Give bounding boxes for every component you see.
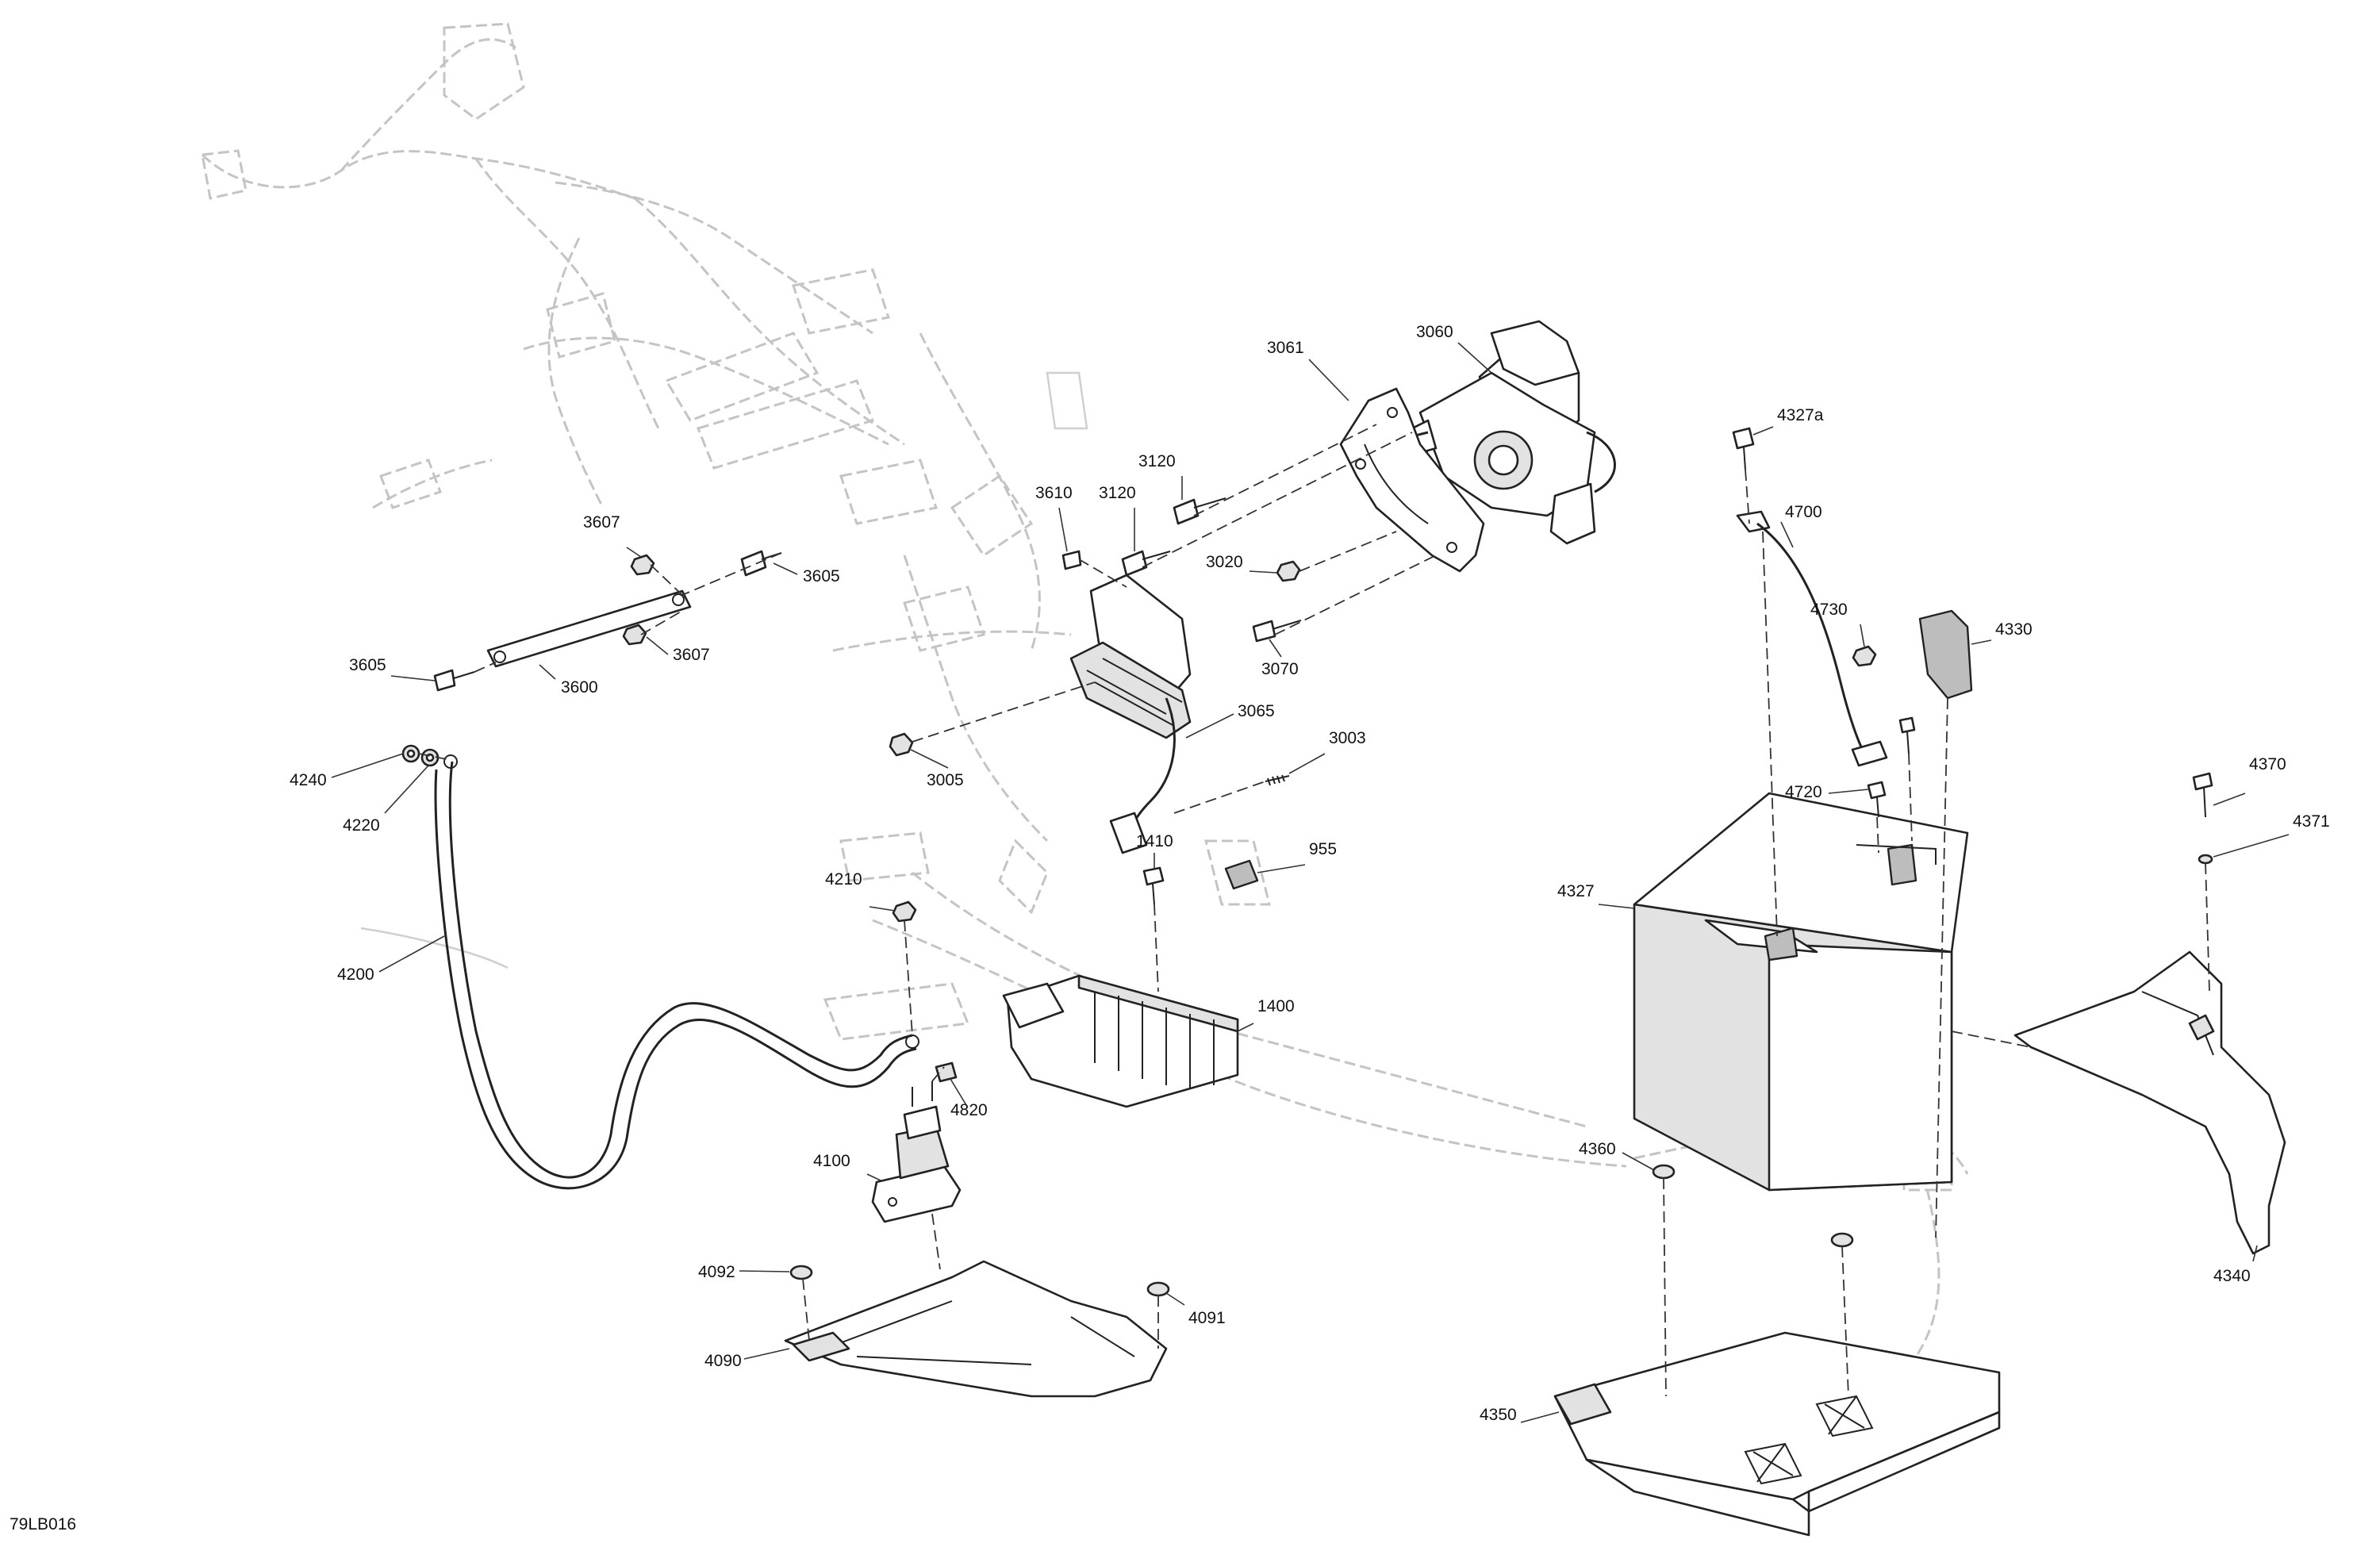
bolt-4720: [1867, 716, 1916, 818]
screw-4092: [789, 1265, 813, 1280]
bolt-3070: [1252, 620, 1302, 643]
callout-4370: 4370: [2249, 755, 2286, 773]
nut-3607-upper: [630, 554, 655, 576]
callout-4091: 4091: [1188, 1309, 1226, 1327]
callout-955: 955: [1309, 840, 1337, 858]
callout-4210: 4210: [825, 870, 862, 889]
callout-3060: 3060: [1416, 323, 1453, 341]
callout-4730: 4730: [1810, 601, 1848, 619]
callout-4092: 4092: [698, 1263, 735, 1281]
callout-4240: 4240: [290, 771, 327, 789]
callout-4327a: 4327a: [1777, 406, 1824, 424]
callout-4360: 4360: [1579, 1140, 1616, 1158]
bolt-1410: [1142, 866, 1165, 905]
callout-3003: 3003: [1329, 729, 1366, 747]
callout-3605-left: 3605: [349, 656, 386, 674]
callout-4820: 4820: [950, 1101, 988, 1119]
callout-3061: 3061: [1267, 339, 1304, 357]
callout-4371: 4371: [2293, 812, 2330, 831]
terminal-cover-4330: [1918, 609, 1973, 700]
callout-3020: 3020: [1206, 553, 1243, 571]
bracket-4090: [784, 1260, 1168, 1398]
battery-tray-4350: [1553, 1331, 2001, 1537]
bolt-4327a: [1732, 427, 1755, 470]
connector-955: [1224, 859, 1259, 890]
nut-4210: [892, 900, 917, 923]
battery-4327: [1633, 792, 1969, 1192]
callout-4220: 4220: [343, 816, 380, 835]
screw-4360: [1652, 1164, 1676, 1180]
nut-4820: [935, 1061, 958, 1083]
callout-3070: 3070: [1261, 660, 1299, 678]
ghosted-wiring-harness: [201, 22, 1969, 1397]
mounting-plate-3061: [1339, 387, 1485, 573]
callout-3120-lower: 3120: [1099, 484, 1136, 502]
voltage-regulator-1400: [1002, 974, 1239, 1108]
callout-leaders: [331, 342, 2290, 1423]
callout-3120-upper: 3120: [1138, 452, 1176, 470]
callout-labels: 3061 3060 4327a 3120 3610 3120 4700 3607…: [290, 323, 2330, 1424]
callout-3605-right: 3605: [803, 567, 840, 585]
starter-solenoid-4100: [871, 1081, 962, 1223]
assembly-lines: [418, 424, 2210, 1397]
callout-3610: 3610: [1035, 484, 1073, 502]
callout-3065: 3065: [1238, 702, 1275, 720]
ground-strap-3600: [486, 589, 692, 668]
screw-4091: [1146, 1281, 1170, 1297]
screw-4370: [2192, 772, 2213, 818]
callout-3005: 3005: [927, 771, 964, 789]
callout-4327: 4327: [1557, 882, 1595, 900]
callout-4200: 4200: [337, 965, 374, 984]
bolt-3005: [889, 732, 914, 757]
callout-3600: 3600: [561, 678, 598, 697]
callout-4090: 4090: [704, 1352, 742, 1370]
callout-4720: 4720: [1785, 783, 1822, 801]
callout-1410: 1410: [1136, 832, 1173, 850]
screw-4350-tray: [1830, 1232, 1854, 1248]
battery-cable-4700: [1736, 510, 1888, 767]
regulator-3065: [1069, 574, 1192, 854]
bolt-3605-right: [740, 550, 782, 577]
callout-1400: 1400: [1257, 997, 1295, 1015]
nut-4730: [1852, 645, 1877, 667]
bolt-3605-left: [433, 669, 475, 692]
callout-4340: 4340: [2213, 1267, 2251, 1285]
bolt-3610: [1061, 550, 1082, 570]
bolt-3120-lower: [1121, 550, 1171, 577]
diagram-code: 79LB016: [10, 1515, 76, 1533]
screw-3003: [1265, 774, 1290, 786]
hold-down-bracket-4340: [2013, 950, 2286, 1255]
callout-4350: 4350: [1480, 1406, 1517, 1424]
nut-3607-lower: [622, 624, 647, 646]
nut-3020: [1276, 560, 1301, 582]
callout-4700: 4700: [1785, 503, 1822, 521]
callout-4330: 4330: [1995, 620, 2033, 639]
callout-3607-lower: 3607: [673, 646, 710, 664]
battery-cable-4200: [434, 754, 919, 1190]
callout-3607-upper: 3607: [583, 513, 620, 532]
bolt-3120-upper: [1173, 497, 1226, 525]
callout-4100: 4100: [813, 1152, 850, 1170]
washer-4240: [401, 744, 420, 763]
actuator-motor-3060: [1395, 320, 1616, 545]
washer-4371: [2198, 854, 2213, 865]
